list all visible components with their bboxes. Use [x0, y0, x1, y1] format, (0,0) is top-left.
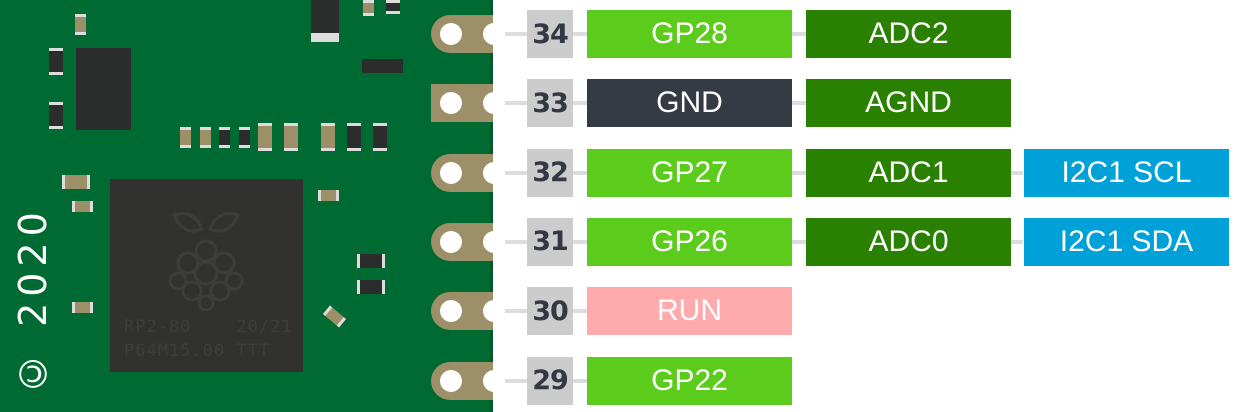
resistor: [258, 123, 272, 151]
pin-name-label: GND: [587, 79, 792, 128]
chip-marking-line1: RP2-80 20/21: [124, 317, 293, 337]
pin-row-33: 33 GND AGND: [0, 79, 1252, 128]
raspberry-pi-logo-icon: [168, 212, 244, 311]
resistor: [200, 127, 211, 148]
capacitor: [347, 123, 361, 151]
castellated-hole: [483, 369, 505, 392]
resistor: [75, 14, 86, 35]
resistor: [318, 190, 339, 201]
capacitor: [357, 254, 385, 268]
resistor: [72, 201, 93, 212]
pin-number: 34: [527, 10, 573, 58]
pin-name-label: GP28: [587, 10, 792, 58]
pin-adc-label: ADC2: [806, 10, 1011, 58]
pin-row-29: 29 GP22: [0, 356, 1252, 405]
pad-hole: [440, 300, 462, 323]
solder-pad: [431, 361, 505, 400]
solder-pad: [431, 222, 505, 261]
chip-marking-line2: P64M15.00 TTT: [124, 341, 271, 361]
component: [311, 0, 339, 42]
capacitor: [49, 48, 63, 75]
board-edge: [490, 0, 493, 412]
pin-i2c-label: I2C1 SDA: [1024, 217, 1229, 266]
resistor: [363, 0, 374, 16]
castellated-hole: [483, 92, 505, 115]
capacitor: [239, 127, 250, 148]
capacitor: [49, 102, 63, 129]
solder-pad: [431, 153, 505, 192]
capacitor: [386, 0, 400, 14]
pin-number: 31: [527, 217, 573, 266]
component: [362, 59, 403, 73]
resistor: [180, 127, 191, 148]
pin-adc-label: AGND: [806, 79, 1011, 128]
solder-pad: [431, 292, 505, 331]
pad-hole: [440, 369, 462, 392]
inductor: [76, 48, 131, 130]
pin-row-34: 34 GP28 ADC2: [0, 10, 1252, 58]
pin-row-31: 31 GP26 ADC0 I2C1 SDA: [0, 217, 1252, 266]
pin-number: 33: [527, 79, 573, 128]
pad-hole: [440, 230, 462, 253]
castellated-hole: [483, 230, 505, 253]
resistor: [284, 123, 298, 151]
resistor: [62, 175, 90, 189]
pin-number: 30: [527, 287, 573, 336]
capacitor: [357, 280, 385, 294]
pin-row-32: 32 GP27 ADC1 I2C1 SCL: [0, 148, 1252, 197]
pad-hole: [440, 92, 462, 115]
pin-name-label: GP26: [587, 217, 792, 266]
castellated-hole: [483, 300, 505, 323]
pin-number: 29: [527, 356, 573, 405]
solder-pad: [431, 84, 505, 123]
resistor: [72, 302, 93, 313]
castellated-hole: [483, 161, 505, 184]
pin-name-label: GP27: [587, 148, 792, 197]
pin-adc-label: ADC0: [806, 217, 1011, 266]
pin-i2c-label: I2C1 SCL: [1024, 148, 1229, 197]
castellated-hole: [483, 23, 505, 45]
pad-hole: [440, 161, 462, 184]
pcb-board: RP2-80 20/21 P64M15.00 TTT © 2020: [0, 0, 490, 412]
pad-hole: [440, 23, 462, 45]
pin-adc-label: ADC1: [806, 148, 1011, 197]
resistor: [321, 123, 335, 151]
pin-name-label: RUN: [587, 287, 792, 336]
pin-row-30: 30 RUN: [0, 287, 1252, 336]
capacitor: [373, 123, 387, 151]
pin-number: 32: [527, 148, 573, 197]
rp2040-chip: RP2-80 20/21 P64M15.00 TTT: [110, 179, 303, 372]
capacitor: [219, 127, 230, 148]
solder-pad: [431, 15, 505, 53]
pin-name-label: GP22: [587, 356, 792, 405]
